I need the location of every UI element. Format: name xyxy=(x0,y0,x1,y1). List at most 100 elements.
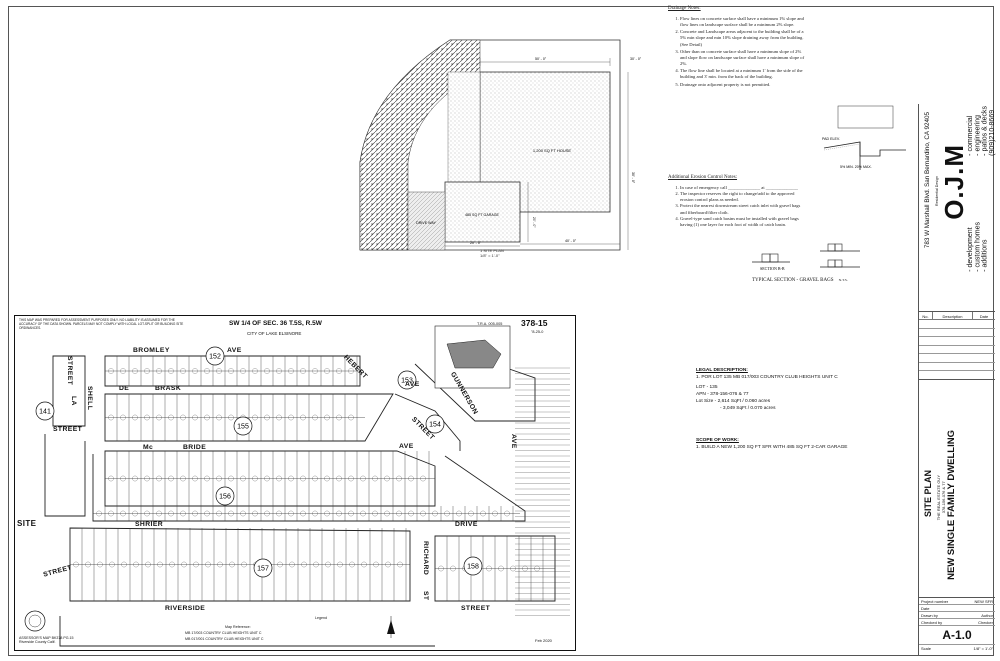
page-circle-label: 153 xyxy=(401,378,413,385)
street-street-left: STREET xyxy=(53,426,83,433)
street-la: LA xyxy=(70,396,77,406)
driveway-label: DRIVE WAY xyxy=(416,221,436,225)
service-item: - additions xyxy=(981,239,989,272)
project-number-row: Project number NEW SFR xyxy=(919,598,995,605)
scale-row: Scale 1/8" = 1'-0" xyxy=(919,645,995,652)
map-disclaimer: THIS MAP WAS PREPARED FOR ASSESSMENT PUR… xyxy=(19,318,184,330)
legal-lot-size-2: - 3,049 SqFt / 0.070 acres xyxy=(720,405,776,411)
street-bromley-ave: AVE xyxy=(227,347,242,354)
scale-label: Scale xyxy=(921,646,932,651)
driveway xyxy=(407,191,446,251)
services-right: - commercial - engineering - patios & de… xyxy=(967,106,996,156)
street-drive: DRIVE xyxy=(455,521,478,528)
site-plan-caption-title: 1 SITE PLAN xyxy=(480,248,504,253)
street-gunnerson-ave: AVE xyxy=(510,434,517,449)
section-label: SECTION B-B xyxy=(760,266,785,271)
street-de: DE xyxy=(119,385,130,392)
legal-lot-size: Lot Size - 2,614 SqFt / 0.060 acres xyxy=(696,398,771,404)
page-circle-label: 157 xyxy=(257,566,269,573)
house-label: 1,200 SQ FT HOUSE xyxy=(533,148,571,153)
drainage-note: The flow line shall be located at a mini… xyxy=(680,68,808,80)
rev-col-no: No. xyxy=(919,312,933,319)
erosion-note: In case of emergency call ______________… xyxy=(680,185,808,191)
page-circle-label: 156 xyxy=(219,494,231,501)
street-richard-st: ST xyxy=(422,591,429,601)
rev-col-date: Date xyxy=(979,313,989,319)
erosion-notes: Additional Erosion Control Notes: In cas… xyxy=(668,175,918,228)
page-circle xyxy=(233,416,253,436)
street-bride-ave: AVE xyxy=(399,443,414,450)
service-item: - engineering xyxy=(974,114,982,156)
scope-of-work: SCOPE OF WORK: 1. BUILD A NEW 1,200 SQ F… xyxy=(696,438,848,452)
drainage-note: Concrete and Landscape areas adjacent to… xyxy=(680,29,808,48)
checked-by-label: Checked by xyxy=(921,620,943,625)
revision-table: No. Description Date xyxy=(919,312,995,380)
map-footer-left: ASSESSOR'S MAP BK378 PG.15 Riverside Cou… xyxy=(19,636,74,645)
dim-top-left: 50' - 0" xyxy=(535,57,547,61)
page-circle-label: 152 xyxy=(209,354,221,361)
street-shell: SHELL xyxy=(86,386,93,411)
map-header: SW 1/4 OF SEC. 36 T.5S, R.5W xyxy=(229,320,322,327)
revision-header: No. Description Date xyxy=(919,312,995,320)
map-footer-ref-2: MB 017/001 COUNTRY CLUB HEIGHTS UNIT C xyxy=(185,637,264,641)
project-subtitle: THE REAL ESTATE GUY 378-156-076 & 77 xyxy=(936,475,946,520)
dim-bottom-left: 20' - 0" xyxy=(470,241,482,245)
sheet-number: A-1.0 xyxy=(919,626,995,645)
section-caption: TYPICAL SECTION - GRAVEL BAGS N.T.S. xyxy=(752,278,848,283)
drainage-notes-title: Drainage Notes: xyxy=(668,6,701,11)
checked-by-row: Checked by Checker xyxy=(919,619,995,626)
garage-footprint xyxy=(444,181,521,243)
erosion-note: Protect the nearest downstream street ca… xyxy=(680,203,808,215)
map-tra: T.R.A. 005-005 xyxy=(477,322,503,326)
service-item: - custom homes xyxy=(974,222,982,272)
street-street-bottom: STREET xyxy=(461,605,491,612)
section-caption-sub: N.T.S. xyxy=(838,278,848,282)
company-phone: (909)210-8669 xyxy=(989,109,997,156)
drainage-note: Flow lines on concrete surface shall hav… xyxy=(680,16,808,28)
checked-by-value: Checker xyxy=(978,620,993,625)
street-street-top: STREET xyxy=(66,356,73,386)
page-circle xyxy=(205,346,225,366)
page-circle xyxy=(215,486,235,506)
title-block: 783 W Marshall Blvd. San Bernardino, CA … xyxy=(918,104,996,656)
service-item: - patios & decks xyxy=(981,106,989,156)
company-tagline: Residential Design xyxy=(935,176,939,206)
company-address: 783 W Marshall Blvd. San Bernardino, CA … xyxy=(924,112,931,249)
erosion-note: The inspector reserves the right to chan… xyxy=(680,191,808,203)
section-caption-text: TYPICAL SECTION - GRAVEL BAGS xyxy=(752,278,834,283)
street-mc: Mc xyxy=(143,444,154,451)
scope-title: SCOPE OF WORK: xyxy=(696,438,739,443)
map-tra-date: "8-25-0 xyxy=(531,330,544,334)
page-circle-label: 141 xyxy=(39,409,51,416)
date-label: Date xyxy=(921,606,930,611)
map-footer-ref-1: MB 17/003 COUNTRY CLUB HEIGHTS UNIT C xyxy=(185,631,262,635)
page-circle xyxy=(397,370,417,390)
page-circle xyxy=(463,556,483,576)
erosion-note: Gravel-type sand catch basins must be in… xyxy=(680,216,808,228)
dim-garage: 20' - 0" xyxy=(532,217,536,228)
service-item: - development xyxy=(967,227,974,272)
drainage-note: Other than on concrete surface shall hav… xyxy=(680,49,808,68)
erosion-notes-title: Additional Erosion Control Notes: xyxy=(668,175,738,180)
dim-bottom-right: 40' - 0" xyxy=(565,239,577,243)
site-plan-caption-scale: 1/8" = 1'-0" xyxy=(480,253,500,258)
drainage-note: Drainage onto adjacent property is not p… xyxy=(680,82,808,88)
page-circle-label: 155 xyxy=(237,424,249,431)
project-apn: 378-156-076 & 77 xyxy=(941,481,947,514)
dim-top-right: 30' - 0" xyxy=(630,57,642,61)
sheet-title: SITE PLAN xyxy=(923,470,933,518)
street-richard: RICHARD xyxy=(422,541,429,576)
gravel-bag-section-drawing: SECTION B-B xyxy=(752,243,860,271)
project-number-label: Project number xyxy=(921,599,949,604)
legal-lot: LOT - 135 xyxy=(696,384,718,390)
project-title: NEW SINGLE FAMILY DWELLING xyxy=(946,430,957,580)
slope-detail-drawing: PAD ELEV. 5% MIN. 20% MAX. xyxy=(822,105,906,170)
page-circle xyxy=(35,401,55,421)
scale-value: 1/8" = 1'-0" xyxy=(973,646,993,651)
street-brask: BRASK xyxy=(155,385,182,392)
garage-label: 485 SQ FT GARAGE xyxy=(465,213,499,217)
page-circle xyxy=(253,558,273,578)
service-item: - commercial xyxy=(967,115,974,156)
